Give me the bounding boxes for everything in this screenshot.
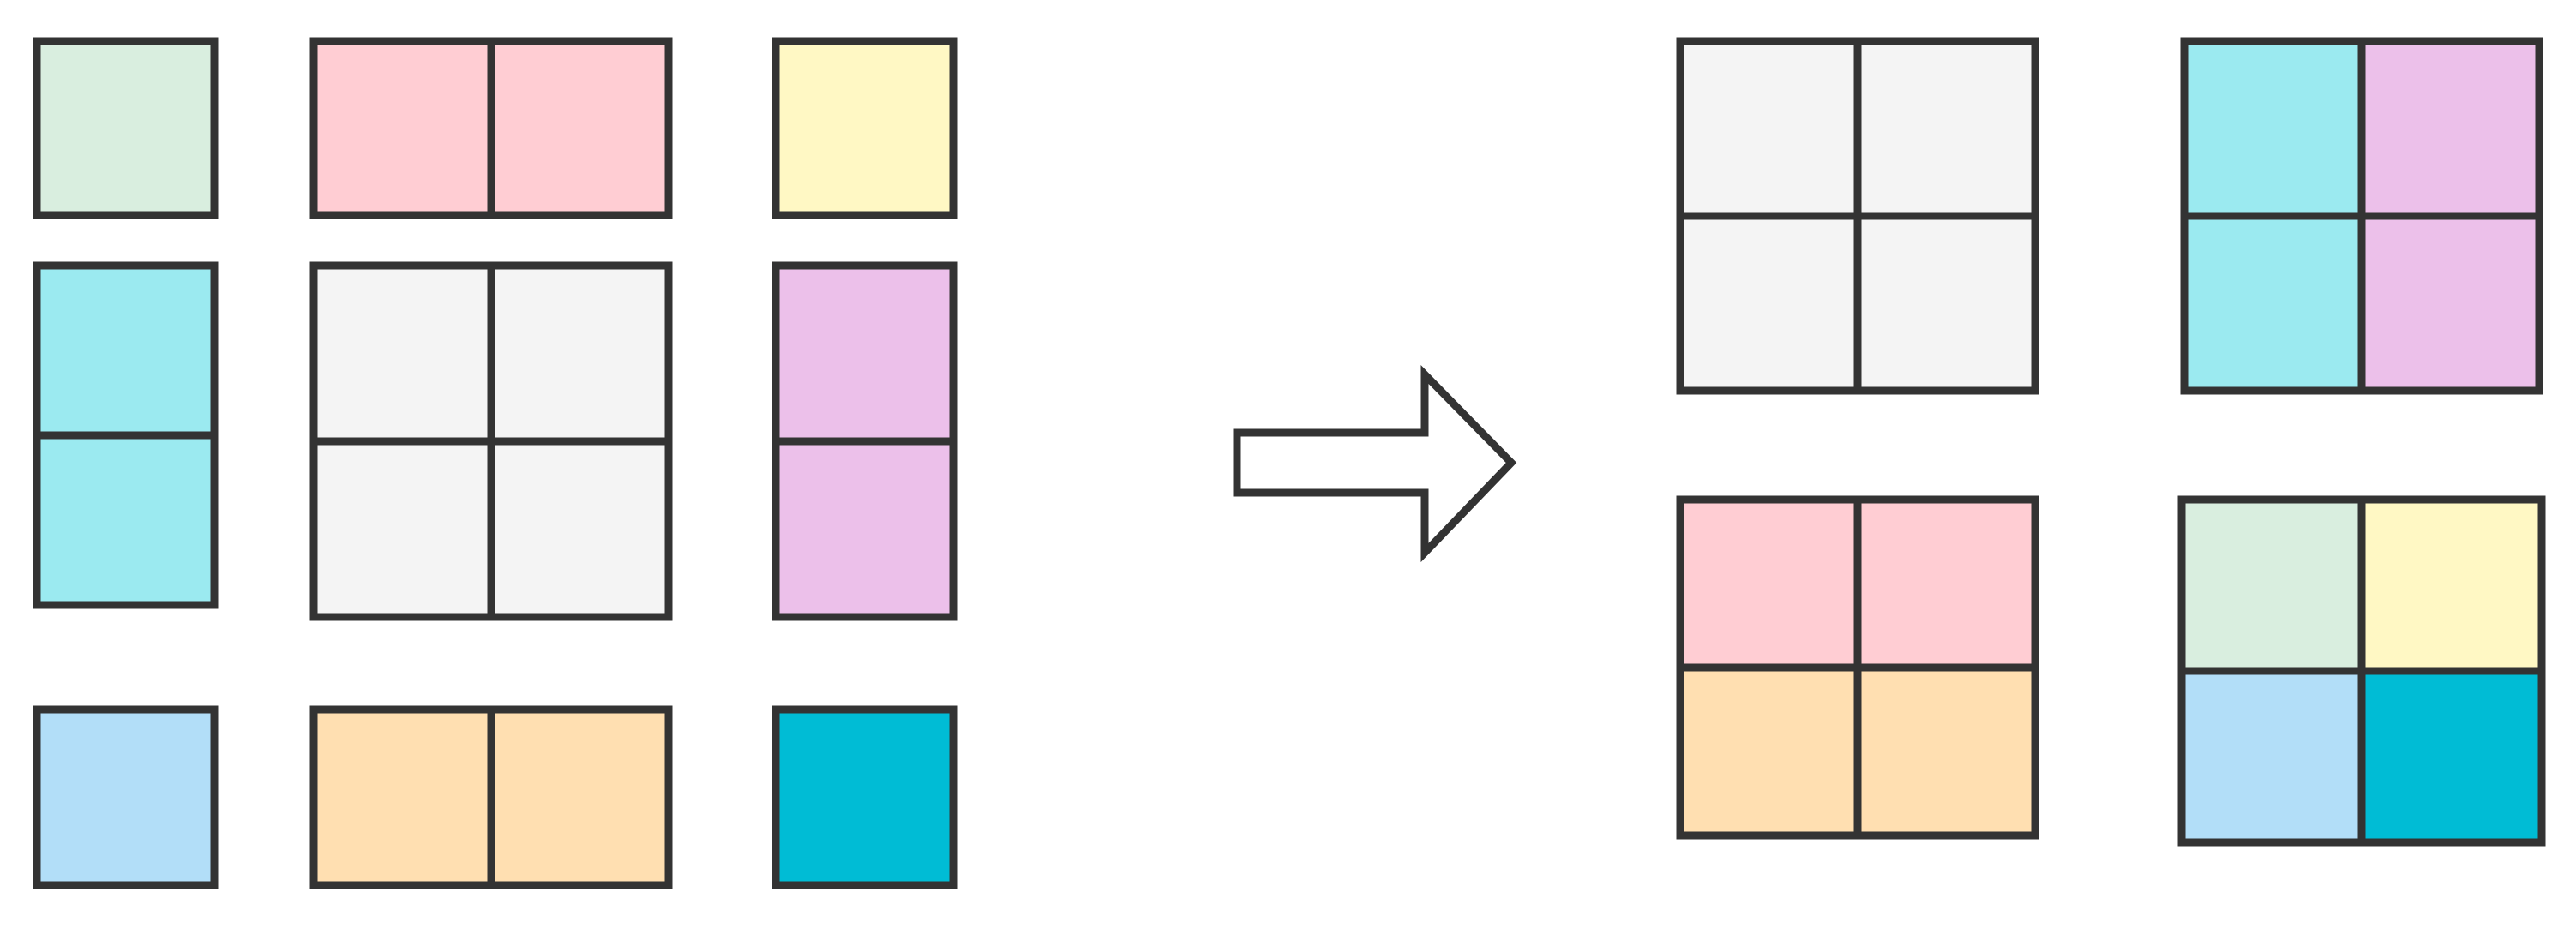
piece-yellow-cell	[772, 37, 958, 219]
block-cyan-lavender-cell	[2180, 212, 2366, 395]
piece-green	[33, 37, 219, 219]
piece-gray-cell	[309, 437, 495, 621]
piece-lavender	[772, 261, 958, 621]
piece-pink	[309, 37, 673, 219]
piece-pink-cell	[487, 37, 673, 219]
source-pieces-group	[33, 37, 958, 889]
piece-teal-cell	[772, 705, 958, 889]
block-pink-peach	[1676, 495, 2039, 840]
block-cyan-lavender	[2180, 37, 2543, 395]
piece-gray-cell	[487, 261, 673, 446]
transform-arrow-group	[1233, 364, 1517, 563]
piece-teal	[772, 705, 958, 889]
block-cyan-lavender-cell	[2357, 37, 2543, 220]
block-mixed-cell	[2357, 667, 2546, 847]
piece-lavender-cell	[772, 437, 958, 621]
block-pink-peach-cell	[1853, 663, 2039, 840]
piece-cyan-cell	[33, 261, 219, 440]
piece-gray-cell	[487, 437, 673, 621]
arrow-right-icon	[1233, 364, 1517, 563]
piece-green-cell	[33, 37, 219, 219]
result-blocks-group	[1676, 37, 2546, 847]
block-pink-peach-cell	[1676, 663, 1862, 840]
block-cyan-lavender-cell	[2180, 37, 2366, 220]
block-pink-peach-cell	[1676, 495, 1862, 672]
block-mixed-cell	[2357, 495, 2546, 675]
block-gray	[1676, 37, 2039, 395]
block-cyan-lavender-cell	[2357, 212, 2543, 395]
piece-cyan	[33, 261, 219, 609]
block-mixed-cell	[2177, 495, 2366, 675]
piece-cyan-cell	[33, 431, 219, 609]
piece-yellow	[772, 37, 958, 219]
piece-peach	[309, 705, 673, 889]
block-pink-peach-cell	[1853, 495, 2039, 672]
block-gray-cell	[1853, 37, 2039, 220]
block-gray-cell	[1853, 212, 2039, 395]
block-gray-cell	[1676, 37, 1862, 220]
piece-pink-cell	[309, 37, 495, 219]
block-mixed-cell	[2177, 667, 2366, 847]
piece-lavender-cell	[772, 261, 958, 446]
piece-gray	[309, 261, 673, 621]
piece-blue	[33, 705, 219, 889]
block-mixed	[2177, 495, 2546, 847]
piece-peach-cell	[309, 705, 495, 889]
piece-gray-cell	[309, 261, 495, 446]
block-gray-cell	[1676, 212, 1862, 395]
piece-peach-cell	[487, 705, 673, 889]
piece-blue-cell	[33, 705, 219, 889]
